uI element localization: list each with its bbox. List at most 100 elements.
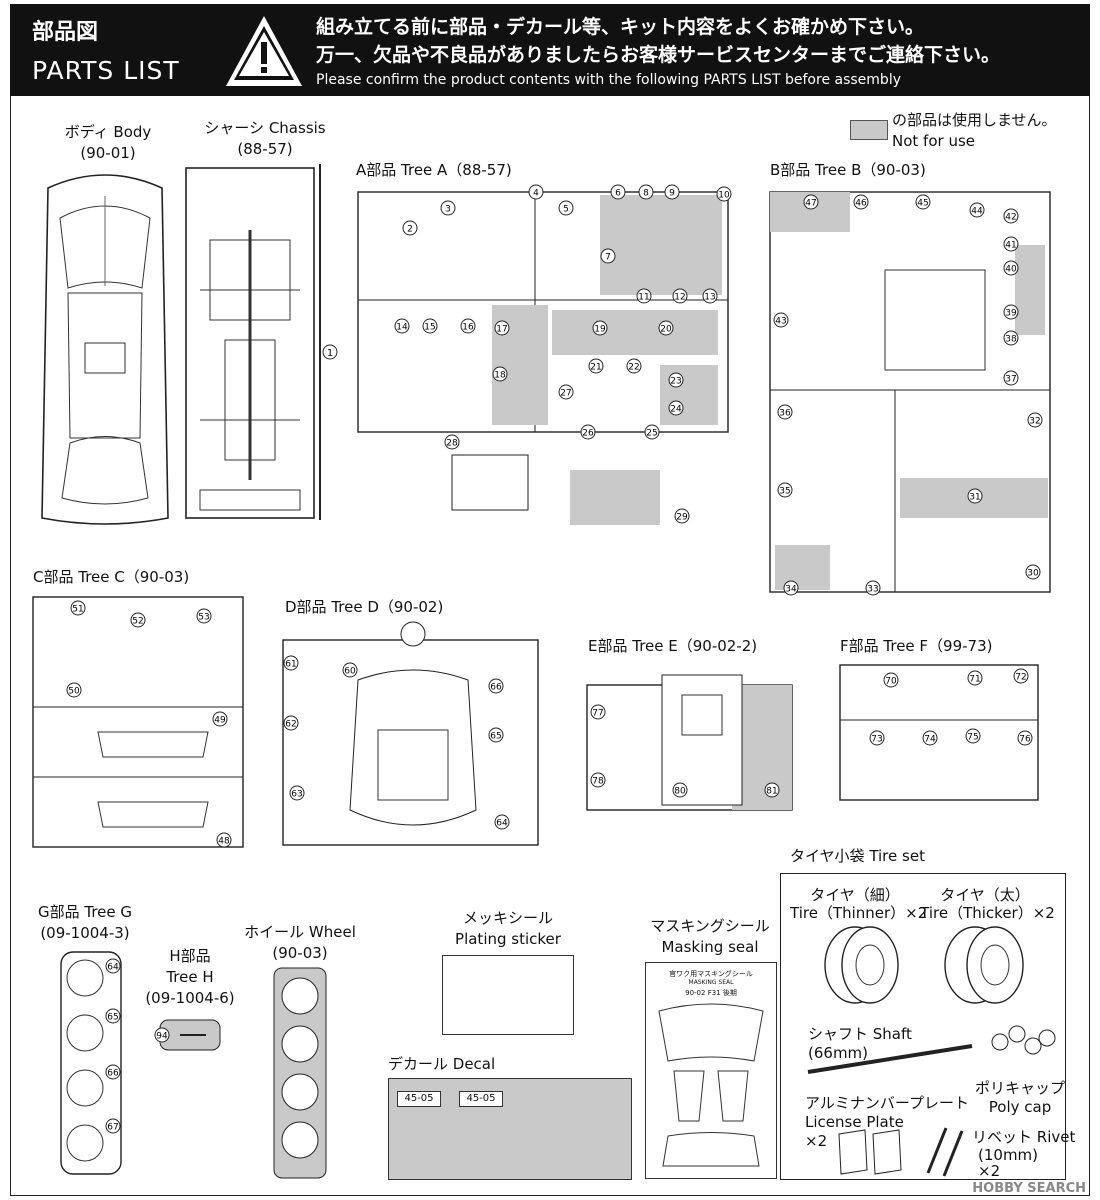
part-number-20: 20 bbox=[660, 325, 672, 335]
part-callout bbox=[1013, 668, 1029, 684]
part-number-45: 45 bbox=[917, 199, 928, 209]
decal-label: デカール Decal bbox=[388, 1055, 496, 1073]
part-callout bbox=[610, 184, 626, 200]
tree-h-label-1: H部品 bbox=[169, 947, 211, 965]
polycap-label-jp: ポリキャップ bbox=[975, 1079, 1066, 1097]
masking-shapes bbox=[658, 1003, 764, 1167]
part-callout bbox=[865, 580, 881, 596]
part-number-42: 42 bbox=[1005, 213, 1016, 223]
wheel-drawing bbox=[273, 967, 327, 1179]
part-number-28: 28 bbox=[446, 439, 458, 449]
part-callout bbox=[394, 318, 410, 334]
part-callout bbox=[283, 715, 299, 731]
body-code: (90-01) bbox=[80, 144, 136, 162]
part-number-75: 75 bbox=[967, 733, 978, 743]
part-number-47: 47 bbox=[805, 199, 816, 209]
part-number-29: 29 bbox=[676, 513, 688, 523]
part-number-60: 60 bbox=[344, 667, 356, 677]
part-callout bbox=[592, 320, 608, 336]
part-callout bbox=[644, 424, 660, 440]
part-number-9: 9 bbox=[669, 189, 675, 199]
part-number-5: 5 bbox=[563, 205, 569, 215]
rivet-qty: ×2 bbox=[978, 1162, 1001, 1180]
part-number-36: 36 bbox=[779, 409, 791, 419]
tree-h-code: (09-1004-6) bbox=[145, 989, 235, 1007]
tree-d-label: D部品 Tree D（90-02) bbox=[285, 598, 444, 616]
part-callout bbox=[492, 366, 508, 382]
rivet-label: リベット Rivet bbox=[972, 1128, 1076, 1146]
header-bar: 部品図 PARTS LIST 組み立てる前に部品・デカール等、キット内容をよくお… bbox=[10, 4, 1090, 96]
part-number-62: 62 bbox=[285, 720, 296, 730]
part-callout bbox=[590, 704, 606, 720]
part-number-77: 77 bbox=[592, 709, 603, 719]
part-number-34: 34 bbox=[785, 585, 797, 595]
title-en: PARTS LIST bbox=[32, 56, 180, 85]
part-number-51: 51 bbox=[72, 605, 83, 615]
part-number-23: 23 bbox=[670, 377, 681, 387]
part-number-27: 27 bbox=[560, 389, 571, 399]
decal-plate-1: 45-05 bbox=[397, 1091, 441, 1107]
part-number-35: 35 bbox=[779, 487, 790, 497]
part-number-48: 48 bbox=[218, 837, 230, 847]
part-number-13: 13 bbox=[704, 293, 715, 303]
legend-en: Not for use bbox=[892, 132, 975, 150]
part-callout bbox=[672, 782, 688, 798]
part-callout bbox=[626, 358, 642, 374]
part-callout bbox=[283, 655, 299, 671]
title-jp: 部品図 bbox=[32, 20, 99, 45]
part-callout bbox=[1003, 236, 1019, 252]
tires-drawing bbox=[824, 926, 1024, 1004]
part-callout bbox=[130, 612, 146, 628]
part-number-31: 31 bbox=[969, 493, 980, 503]
plate-label-en: License Plate bbox=[805, 1113, 904, 1131]
part-number-66: 66 bbox=[107, 1069, 119, 1079]
part-number-53: 53 bbox=[198, 613, 209, 623]
part-callout bbox=[658, 320, 674, 336]
part-number-43: 43 bbox=[775, 317, 786, 327]
tree-h-drawing: 94 bbox=[154, 1019, 221, 1051]
polycap-label-en: Poly cap bbox=[988, 1098, 1052, 1116]
legend-jp: の部品は使用しません。 bbox=[892, 111, 1057, 129]
part-callout bbox=[967, 670, 983, 686]
part-number-94: 94 bbox=[156, 1032, 168, 1042]
plating-sticker-sheet bbox=[442, 955, 574, 1035]
part-number-16: 16 bbox=[462, 323, 474, 333]
shaft-label: シャフト Shaft bbox=[808, 1025, 912, 1043]
plate-qty: ×2 bbox=[805, 1132, 828, 1150]
part-callout bbox=[1003, 260, 1019, 276]
part-number-41: 41 bbox=[1005, 241, 1016, 251]
part-callout bbox=[494, 320, 510, 336]
part-number-24: 24 bbox=[670, 405, 682, 415]
part-callout bbox=[915, 194, 931, 210]
header-line-1: 組み立てる前に部品・デカール等、キット内容をよくお確かめ下さい。 bbox=[316, 16, 925, 38]
part-callout bbox=[196, 608, 212, 624]
part-number-49: 49 bbox=[214, 716, 226, 726]
part-callout bbox=[1003, 208, 1019, 224]
part-number-70: 70 bbox=[885, 677, 897, 687]
part-number-72: 72 bbox=[1015, 673, 1026, 683]
part-callout bbox=[1003, 304, 1019, 320]
tire-thin-jp: タイヤ（細） bbox=[810, 886, 900, 904]
tree-f-label: F部品 Tree F（99-73) bbox=[840, 637, 993, 655]
plating-label-en: Plating sticker bbox=[455, 930, 561, 948]
part-callout bbox=[664, 184, 680, 200]
part-callout bbox=[440, 200, 456, 216]
part-callout bbox=[558, 200, 574, 216]
part-callout bbox=[105, 1064, 121, 1080]
decal-plate-2: 45-05 bbox=[459, 1091, 503, 1107]
part-callout bbox=[105, 1008, 121, 1024]
part-callout bbox=[558, 384, 574, 400]
part-number-33: 33 bbox=[867, 585, 878, 595]
tire-thick-en: Tire（Thicker）×2 bbox=[920, 904, 1055, 922]
part-callout bbox=[674, 508, 690, 524]
part-number-37: 37 bbox=[1005, 375, 1016, 385]
header-line-3: Please confirm the product contents with… bbox=[316, 72, 901, 88]
part-callout bbox=[590, 772, 606, 788]
part-number-71: 71 bbox=[969, 675, 980, 685]
part-number-19: 19 bbox=[594, 325, 606, 335]
part-number-25: 25 bbox=[646, 429, 657, 439]
part-callout bbox=[777, 404, 793, 420]
